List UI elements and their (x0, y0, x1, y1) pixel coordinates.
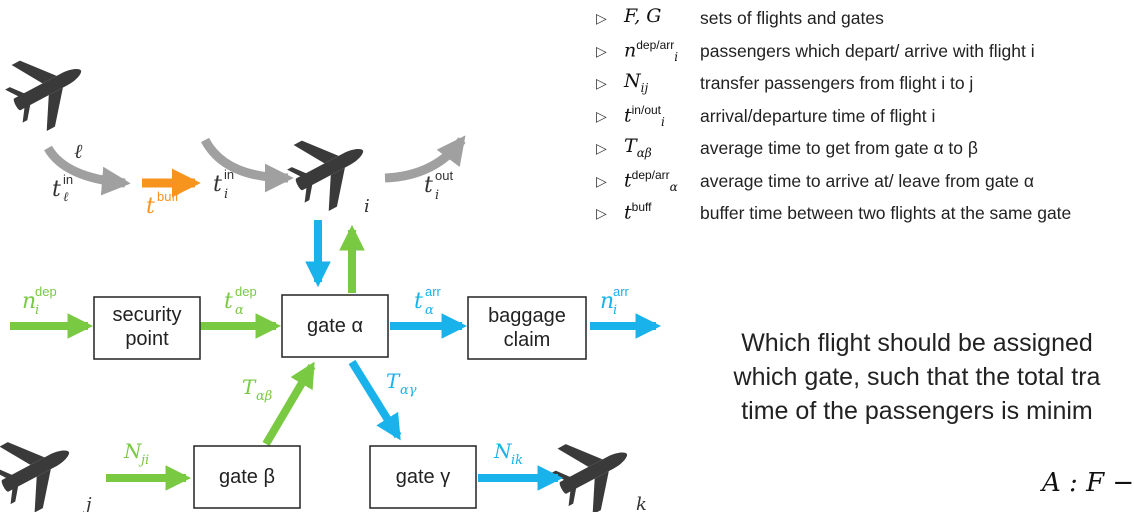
svg-text:dep: dep (35, 284, 57, 299)
flight-j-label: j (82, 494, 92, 512)
legend-description: transfer passengers from flight i to j (700, 73, 974, 93)
label-t-buff: t buff (146, 189, 179, 219)
plane-l-icon (0, 37, 99, 140)
svg-text:i: i (435, 188, 439, 203)
label-t-i-in: t in i (213, 167, 234, 202)
label-N-ji: N ji (123, 439, 149, 468)
arrow-i-out (384, 135, 466, 183)
gate-gamma-label: gate γ (396, 466, 450, 488)
triangle-bullet-icon: ▷ (596, 141, 607, 157)
svg-text:t: t (213, 172, 222, 197)
svg-text:α: α (235, 303, 244, 318)
svg-text:i: i (224, 187, 228, 202)
triangle-bullet-icon: ▷ (596, 11, 607, 27)
svg-text:arr: arr (613, 284, 630, 299)
legend-symbol: tin/outi (624, 102, 665, 129)
assignment-formula: A : F − (1042, 468, 1134, 498)
svg-text:N: N (493, 439, 513, 463)
svg-text:t: t (146, 194, 155, 219)
svg-text:ik: ik (511, 453, 523, 468)
baggage-claim-box (467, 296, 587, 360)
legend-description: arrival/departure time of flight i (700, 105, 936, 126)
gate-beta-box (193, 445, 301, 509)
svg-text:out: out (435, 168, 453, 183)
svg-text:α: α (425, 303, 434, 318)
legend-symbol: Nij (624, 70, 649, 95)
label-t-alpha-arr: t arr α (414, 284, 442, 318)
baggage-claim-label-2: claim (504, 329, 551, 351)
svg-text:dep: dep (235, 284, 257, 299)
label-n-i-dep: n dep i (22, 284, 57, 318)
question-line: which gate, such that the total tra (733, 363, 1101, 391)
triangle-bullet-icon: ▷ (596, 76, 607, 92)
security-point-label-1: security (113, 304, 182, 326)
legend-symbol: F, G (624, 5, 662, 27)
label-t-l-in: t in ℓ (52, 172, 73, 205)
gate-alpha-box (281, 294, 389, 358)
gate-gamma-box (369, 445, 477, 509)
label-T-alpha-beta: T αβ (242, 375, 272, 404)
svg-text:αγ: αγ (400, 383, 417, 398)
legend-description: passengers which depart/ arrive with fli… (700, 40, 1035, 61)
legend-description: average time to get from gate α to β (700, 138, 978, 158)
baggage-claim-label-1: baggage (488, 305, 566, 327)
svg-text:T: T (386, 369, 401, 393)
label-T-alpha-gamma: T αγ (386, 369, 417, 398)
svg-text:i: i (613, 303, 617, 318)
legend-description: buffer time between two flights at the s… (700, 203, 1072, 223)
svg-text:in: in (224, 167, 234, 182)
legend-symbol: tbuff (624, 200, 652, 224)
arrow-l-in (44, 145, 131, 196)
security-point-box (93, 296, 201, 360)
label-t-alpha-dep: t dep α (224, 284, 257, 318)
svg-text:ji: ji (138, 453, 149, 468)
question-text: Which flight should be assigned which ga… (700, 326, 1134, 428)
question-line: Which flight should be assigned (741, 329, 1093, 357)
flight-i-label: i (364, 196, 370, 217)
svg-text:t: t (424, 173, 433, 198)
svg-text:T: T (242, 375, 257, 399)
security-point-label-2: point (125, 328, 169, 350)
triangle-bullet-icon: ▷ (596, 206, 607, 222)
arrow-t-alpha-gamma (348, 359, 402, 441)
arrow-t-alpha-beta (262, 361, 316, 447)
svg-text:arr: arr (425, 284, 442, 299)
gate-beta-label: gate β (219, 466, 275, 488)
svg-text:n: n (22, 289, 36, 314)
legend-symbol: Tαβ (624, 135, 652, 160)
triangle-bullet-icon: ▷ (596, 43, 607, 60)
svg-text:i: i (35, 303, 39, 318)
gate-alpha-label: gate α (307, 315, 363, 337)
label-n-i-arr: n arr i (600, 284, 630, 318)
triangle-bullet-icon: ▷ (596, 173, 607, 190)
flight-k-label: k (636, 494, 647, 512)
triangle-bullet-icon: ▷ (596, 108, 607, 125)
plane-j-icon (0, 419, 87, 512)
label-N-ik: N ik (493, 439, 523, 468)
question-line: time of the passengers is minim (741, 397, 1093, 425)
legend-symbol: tdep/arrα (624, 167, 678, 194)
svg-text:in: in (63, 172, 73, 187)
flight-l-label: ℓ (74, 139, 83, 163)
svg-text:t: t (414, 289, 423, 314)
svg-text:t: t (52, 177, 61, 202)
svg-text:n: n (600, 289, 614, 314)
svg-text:buff: buff (157, 189, 179, 204)
legend-description: sets of flights and gates (700, 8, 884, 28)
svg-text:N: N (123, 439, 143, 463)
legend-description: average time to arrive at/ leave from ga… (700, 170, 1035, 191)
svg-text:ℓ: ℓ (63, 190, 69, 205)
airport-gate-diagram: security point gate α baggage claim gate… (0, 37, 662, 512)
arrow-i-in (201, 137, 294, 193)
label-t-i-out: t out i (424, 168, 453, 203)
svg-text:αβ: αβ (256, 389, 272, 404)
legend-symbol: ndep/arri (624, 37, 679, 64)
svg-text:t: t (224, 289, 233, 314)
plane-k-icon (542, 421, 645, 512)
